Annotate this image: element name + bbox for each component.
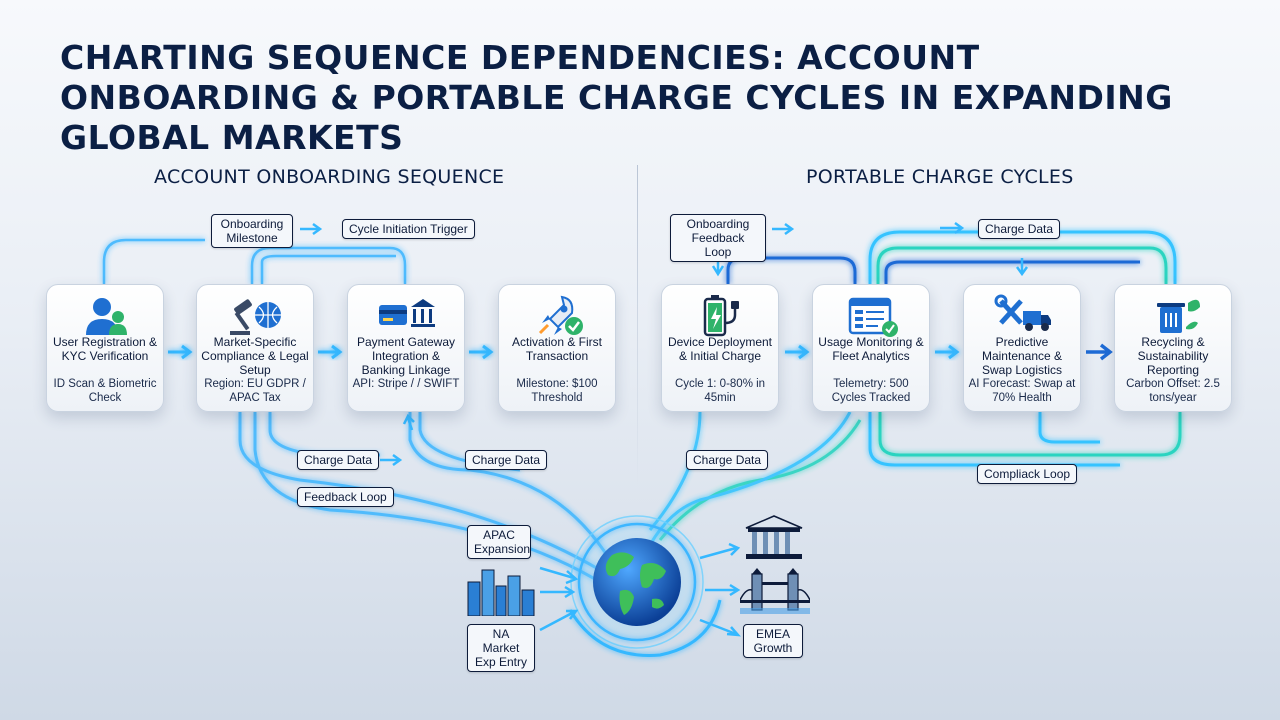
classical-building-icon [745, 515, 803, 559]
tag-emea-growth: EMEA Growth [743, 624, 803, 658]
step-label: Payment Gateway Integration & Banking Li… [356, 335, 456, 377]
globe-icon [593, 538, 681, 626]
step-card-payment[interactable]: Payment Gateway Integration & Banking Li… [347, 284, 465, 412]
charge-lower-loops [868, 412, 1182, 467]
page-title: CHARTING SEQUENCE DEPENDENCIES: ACCOUNT … [60, 38, 1173, 157]
tag-cycle-initiation-trigger: Cycle Initiation Trigger [342, 219, 475, 239]
step-label: Usage Monitoring & Fleet Analytics [818, 335, 924, 363]
tag-charge-data-left-1: Charge Data [297, 450, 380, 470]
step-card-device-deployment[interactable]: Device Deployment & Initial Charge Cycle… [661, 284, 779, 412]
tag-charge-data-top: Charge Data [978, 219, 1061, 239]
tag-compliance-loop: Compliack Loop [977, 464, 1078, 484]
step-card-activation[interactable]: Activation & First Transaction Milestone… [498, 284, 616, 412]
step-arrow-blue [1086, 343, 1113, 361]
step-detail: Carbon Offset: 2.5 tons/year [1126, 378, 1220, 404]
step-card-recycling[interactable]: Recycling & Sustainability Reporting Car… [1114, 284, 1232, 412]
step-label: User Registration & KYC Verification [52, 335, 158, 363]
city-skyline-icon [467, 569, 535, 616]
section-title-charge-cycles: PORTABLE CHARGE CYCLES [806, 166, 1074, 188]
section-title-onboarding: ACCOUNT ONBOARDING SEQUENCE [154, 166, 505, 188]
step-card-compliance[interactable]: Market-Specific Compliance & Legal Setup… [196, 284, 314, 412]
bank-card-icon [379, 299, 435, 327]
step-detail: API: Stripe / / SWIFT [352, 378, 460, 390]
tools-truck-icon [994, 294, 1051, 331]
step-detail: Telemetry: 500 Cycles Tracked [831, 378, 911, 404]
step-arrows [168, 344, 960, 360]
user-icon [86, 298, 127, 335]
onboarding-top-loops [102, 238, 407, 284]
onboarding-bottom-flows [238, 412, 612, 587]
tag-feedback-loop: Feedback Loop [297, 487, 394, 507]
gavel-globe-icon [230, 299, 281, 335]
rocket-check-icon [538, 295, 583, 335]
step-label: Market-Specific Compliance & Legal Setup [201, 335, 309, 377]
tag-charge-data-right: Charge Data [686, 450, 769, 470]
step-detail: Cycle 1: 0-80% in 45min [674, 378, 766, 404]
step-card-usage-monitoring[interactable]: Usage Monitoring & Fleet Analytics Telem… [812, 284, 930, 412]
dashboard-icon [848, 297, 898, 337]
step-detail: Milestone: $100 Threshold [516, 378, 598, 404]
recycle-bin-icon [1157, 299, 1200, 333]
step-card-predictive-maintenance[interactable]: Predictive Maintenance & Swap Logistics … [963, 284, 1081, 412]
tag-onboarding-feedback-loop: Onboarding Feedback Loop [670, 214, 766, 262]
tag-charge-data-left-2: Charge Data [465, 450, 548, 470]
step-detail: ID Scan & Biometric Check [53, 378, 157, 404]
tag-na-market-entry: NA Market Exp Entry [467, 624, 535, 672]
step-label: Device Deployment & Initial Charge [667, 335, 773, 363]
step-label: Activation & First Transaction [511, 335, 603, 363]
charge-top-loops [726, 230, 1177, 284]
step-label: Predictive Maintenance & Swap Logistics [981, 335, 1063, 377]
tower-bridge-icon [740, 568, 810, 614]
step-detail: Region: EU GDPR / APAC Tax [204, 378, 306, 404]
step-detail: AI Forecast: Swap at 70% Health [968, 378, 1076, 404]
section-divider [637, 165, 638, 485]
step-label: Recycling & Sustainability Reporting [1137, 335, 1209, 377]
battery-plug-icon [703, 295, 739, 337]
step-card-registration[interactable]: User Registration & KYC Verification ID … [46, 284, 164, 412]
tag-onboarding-milestone: Onboarding Milestone [211, 214, 293, 248]
tag-apac-expansion: APAC Expansion [467, 525, 531, 559]
tag-arrows [300, 221, 1029, 637]
